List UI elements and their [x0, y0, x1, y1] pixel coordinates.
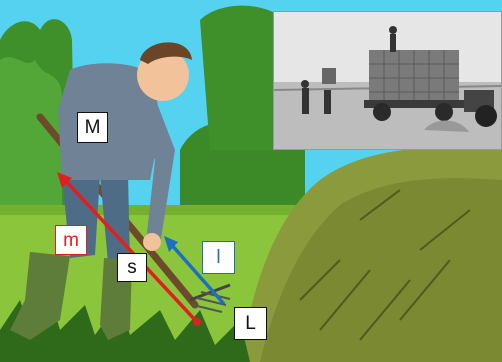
label-m: m [55, 225, 87, 255]
label-M: M [77, 112, 108, 143]
label-L: L [234, 307, 267, 340]
label-l: l [202, 241, 235, 274]
label-s: s [117, 253, 147, 282]
fulcrum-dot [193, 318, 201, 326]
haystack-cart-photo [273, 11, 502, 150]
